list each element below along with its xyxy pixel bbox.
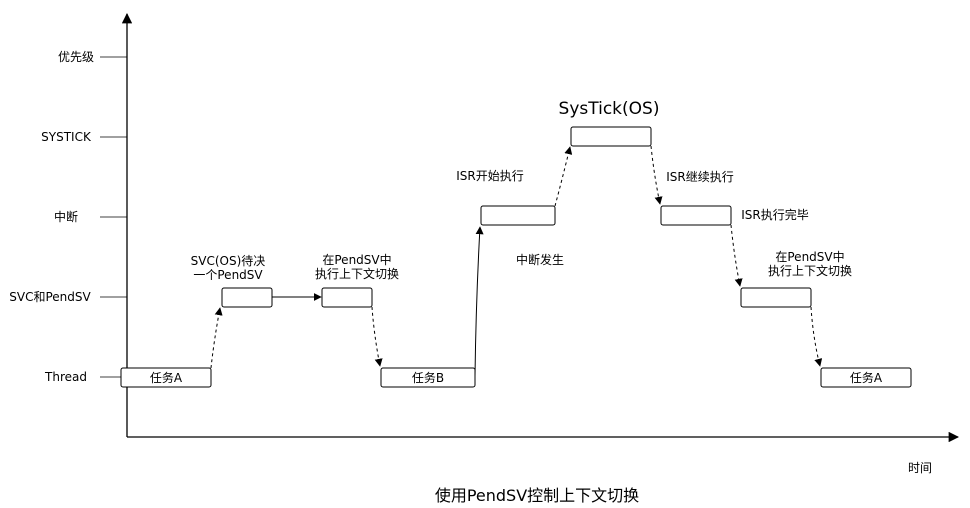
pendsv-switch-1-text-2: 执行上下文切换 [315,266,399,281]
task-a-box-1 [120,367,212,388]
systick-os-text: SysTick(OS) [559,99,660,119]
level-label-interrupt: 中断 [54,209,78,224]
arrow-pendsv-to-task-b [371,306,383,367]
pendsv-box-1 [321,287,373,308]
pendsv-switch-2-text-1: 在PendSV中 [775,249,844,264]
svc-pending-text-1: SVC(OS)待决 [191,254,266,268]
pendsv-box-2 [740,287,812,308]
y-axis-label: 优先级 [58,50,94,64]
task-a-box-2 [820,367,912,388]
arrow-systick-to-isr [650,145,663,205]
interrupt-occurs-text: 中断发生 [516,252,564,267]
task-a-label-1: 任务A [150,370,183,385]
svc-pending-text-2: 一个PendSV [193,268,263,282]
diagram-title: 使用PendSV控制上下文切换 [435,486,639,505]
task-b-box [380,367,476,388]
task-b-label: 任务B [412,370,444,385]
isr-box-1 [480,205,556,226]
arrow-isr-to-pendsv [730,224,743,287]
arrow-task-b-to-isr [474,226,484,377]
svc-box [221,287,273,308]
isr-done-text: ISR执行完毕 [741,207,809,222]
arrow-task-a-to-svc [210,307,223,369]
arrow-isr-to-systick [554,146,573,207]
x-axis-label: 时间 [908,461,932,475]
pendsv-switch-1-text-1: 在PendSV中 [322,252,391,267]
arrow-pendsv-to-task-a [810,306,823,367]
pendsv-switch-2-text-2: 执行上下文切换 [768,263,852,278]
level-label-svc-pendsv: SVC和PendSV [9,290,91,304]
systick-box [570,126,652,147]
isr-start-text: ISR开始执行 [456,169,524,183]
task-a-label-2: 任务A [850,370,883,385]
level-label-systick: SYSTICK [41,130,92,144]
isr-box-2 [660,205,732,226]
isr-continue-text: ISR继续执行 [666,170,734,184]
level-label-thread: Thread [44,370,87,384]
